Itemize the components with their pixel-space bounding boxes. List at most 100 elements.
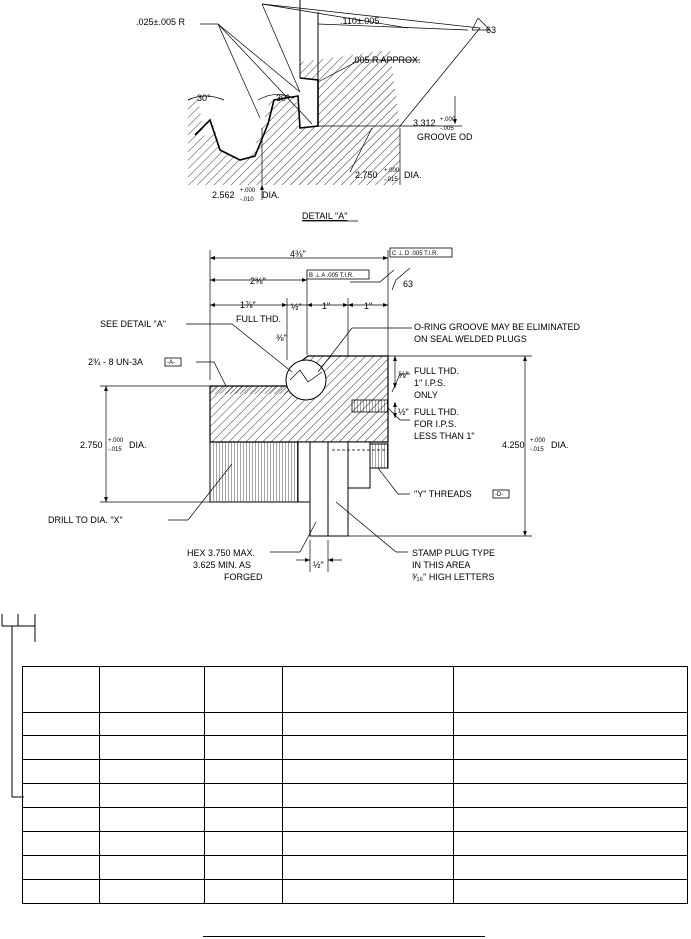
table-row xyxy=(22,712,688,736)
detail-a-finish: 63 xyxy=(486,25,496,35)
table-cell xyxy=(204,759,283,784)
length-5-8: ⅝" xyxy=(398,370,409,380)
table-cell xyxy=(453,855,688,880)
detail-a-dia-2562-tol-bot: -.010 xyxy=(240,197,254,203)
length-1-7-8: 1⅞" xyxy=(240,300,256,310)
table-cell xyxy=(99,735,205,760)
leader-full-thd xyxy=(391,373,410,393)
detail-a-leader xyxy=(217,23,301,93)
table-cell xyxy=(282,855,454,880)
stamp-note-2: IN THIS AREA xyxy=(412,560,470,570)
full-thd-ips-1: FULL THD. xyxy=(414,407,459,417)
table-cell xyxy=(282,783,454,808)
table-cell xyxy=(204,879,283,904)
drill-note: DRILL TO DIA. "X" xyxy=(48,515,123,525)
table-cell xyxy=(99,783,205,808)
main-relief xyxy=(297,441,311,503)
groove-od-label: GROOVE OD xyxy=(417,132,473,142)
finish-mark-main xyxy=(391,267,411,291)
hex-face-end xyxy=(347,441,371,489)
table-row xyxy=(22,783,688,808)
frame-ba-text: B ⊥ A .005 T.I.R. xyxy=(309,272,354,279)
table-cell xyxy=(453,831,688,856)
stamp-note-1: STAMP PLUG TYPE xyxy=(412,548,495,558)
table-cell xyxy=(282,831,454,856)
table-cell xyxy=(99,712,205,736)
see-detail-label: SEE DETAIL "A" xyxy=(100,319,166,329)
leader-full-thd-ips xyxy=(387,407,410,421)
leader-thread-spec xyxy=(196,361,227,387)
detail-a-dia-2750-tol-top: +.000 xyxy=(384,168,400,174)
stamp-note-3: ³⁄₁₆" HIGH LETTERS xyxy=(412,572,494,582)
full-thd-1ips-3: ONLY xyxy=(414,390,438,400)
table-cell xyxy=(99,855,205,880)
y-thread-section xyxy=(369,443,389,469)
detail-a-leader xyxy=(261,3,301,93)
table-cell xyxy=(453,735,688,760)
table-cell xyxy=(22,759,100,784)
table-row xyxy=(22,759,688,784)
detail-a-dim-110: .110±.005 xyxy=(340,16,379,26)
detail-a-leader xyxy=(261,3,481,127)
frame-ba xyxy=(306,269,370,280)
full-thd-ips-3: LESS THAN 1" xyxy=(414,431,475,441)
detail-a-dim-line xyxy=(317,23,469,31)
datum-d-box xyxy=(492,489,510,499)
main-dia-4250-suffix: DIA. xyxy=(551,440,569,450)
table-cell xyxy=(22,831,100,856)
table-cell xyxy=(282,879,454,904)
table-cell xyxy=(453,666,688,713)
table-cell xyxy=(453,759,688,784)
detail-a-leader xyxy=(317,59,420,83)
table-cell xyxy=(204,831,283,856)
table-cell xyxy=(282,807,454,832)
thread-band xyxy=(210,386,298,394)
length-half-mid: ½" xyxy=(398,407,409,417)
leader-drill xyxy=(168,463,233,521)
angle-arc xyxy=(257,94,295,101)
table-cell xyxy=(99,807,205,832)
table-cell xyxy=(204,735,283,760)
detail-a-leader xyxy=(261,3,409,29)
main-thread-view xyxy=(209,441,299,503)
datum-d: -D- xyxy=(495,492,503,498)
table-row xyxy=(22,855,688,880)
table-cell xyxy=(22,783,100,808)
main-dia-2750-tol-bot: -.015 xyxy=(108,447,122,453)
leader-stamp xyxy=(335,501,408,553)
full-thd-top: FULL THD. xyxy=(236,314,281,324)
table-cell xyxy=(282,712,454,736)
datum-a-box xyxy=(164,357,182,367)
main-dia-4250-tol-top: +.000 xyxy=(530,438,546,444)
hex-note-1: HEX 3.750 MAX. xyxy=(187,548,255,558)
detail-a-dia-2562: 2.562 xyxy=(212,190,235,200)
hex-note-2: 3.625 MIN. AS xyxy=(193,560,251,570)
table-cell xyxy=(99,759,205,784)
oring-note-1: O-RING GROOVE MAY BE ELIMINATED xyxy=(414,322,581,332)
table-cell xyxy=(282,666,454,713)
length-3-8: ⅜" xyxy=(276,333,287,343)
detail-a-dia-2562-suffix: DIA. xyxy=(262,190,280,200)
length-half-bottom: ½" xyxy=(313,560,324,570)
table-cell xyxy=(22,666,100,713)
groove-od-tol-bot: -.005 xyxy=(440,126,454,132)
table-bracket xyxy=(1,614,36,798)
table-cell xyxy=(453,712,688,736)
full-thd-1ips-2: 1" I.P.S. xyxy=(414,378,446,388)
leader-see-detail xyxy=(186,323,293,373)
table-header-row xyxy=(22,666,688,713)
table-cell xyxy=(22,807,100,832)
thread-spec: 2¾ - 8 UN-3A xyxy=(88,357,143,367)
full-thd-ips-2: FOR I.P.S. xyxy=(414,419,456,429)
detail-a-leader xyxy=(217,23,313,125)
detail-a-leader xyxy=(349,127,373,173)
angle-arc xyxy=(187,95,225,101)
table-cell xyxy=(453,879,688,904)
datum-a: -A- xyxy=(167,360,175,366)
table-cell xyxy=(453,807,688,832)
leader-y-threads xyxy=(377,467,410,495)
detail-a-angle-right: 30° xyxy=(276,93,290,103)
leader-oring xyxy=(317,327,412,373)
detail-a-title: DETAIL "A" xyxy=(302,211,347,221)
